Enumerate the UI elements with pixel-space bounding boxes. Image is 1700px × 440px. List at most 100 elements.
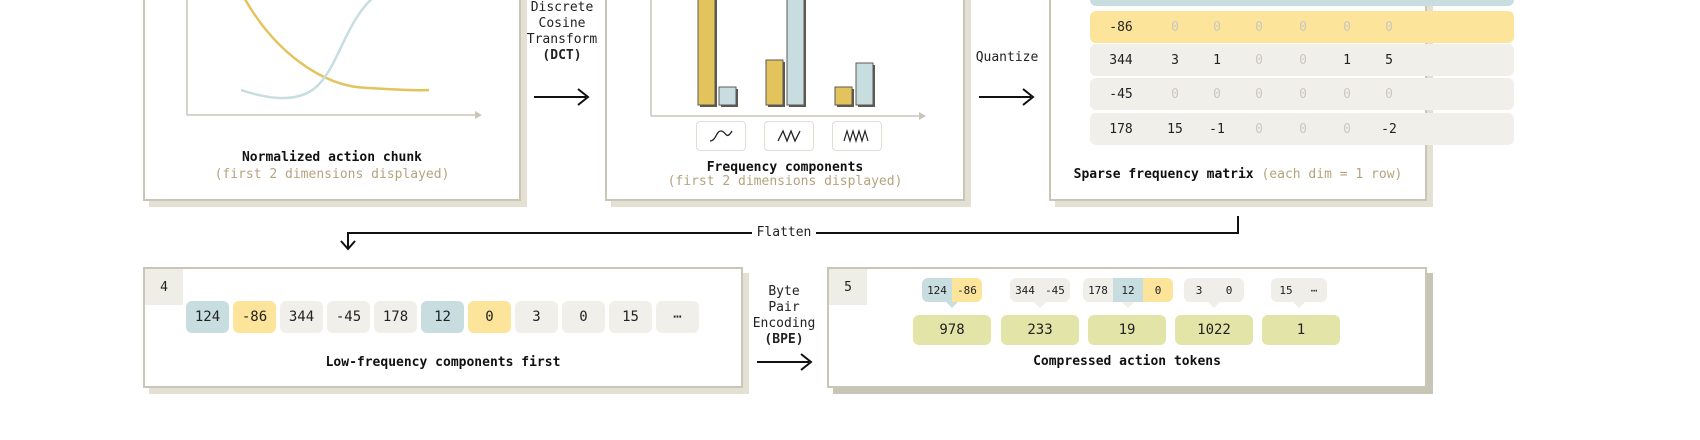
pair-pointer <box>1208 302 1220 308</box>
quantize-step-label: Quantize <box>975 50 1039 65</box>
matrix-cell: 0 <box>1255 121 1263 137</box>
curve-dimension-1 <box>244 0 430 92</box>
pair-value: -86 <box>952 278 982 302</box>
bpe-line-1: Byte <box>768 284 800 299</box>
matrix-cell: 0 <box>1343 19 1351 35</box>
compressed-token: 1 <box>1262 315 1340 345</box>
merged-pair: 15 ⋯ <box>1271 278 1327 308</box>
high-frequency-wave-icon <box>843 129 869 143</box>
bar-mid-dimension-2 <box>786 0 805 106</box>
flatten-connector <box>340 216 1239 251</box>
matrix-cell: 344 <box>1109 52 1133 68</box>
bpe-line-3: Encoding <box>752 316 816 331</box>
flattened-cell: -45 <box>327 301 370 333</box>
mid-frequency-wave-box <box>764 121 814 151</box>
flattened-cell: 0 <box>468 301 511 333</box>
flattened-cell: ⋯ <box>656 301 699 333</box>
compressed-token: 233 <box>1001 315 1079 345</box>
flatten-step-label: Flatten <box>756 225 812 240</box>
bar-low-dimension-2 <box>718 86 737 106</box>
bar-high-dimension-2 <box>855 62 874 106</box>
matrix-header-row <box>1090 0 1514 6</box>
matrix-cell: 0 <box>1171 86 1179 102</box>
sparse-matrix-title: Sparse frequency matrix <box>1073 167 1254 182</box>
matrix-cell: 0 <box>1171 19 1179 35</box>
matrix-cell: 0 <box>1343 86 1351 102</box>
dct-line-1: Discrete <box>530 0 594 15</box>
matrix-cell: -1 <box>1209 121 1225 137</box>
plot-x-axis-arrow <box>475 111 482 119</box>
matrix-cell: 0 <box>1255 86 1263 102</box>
pair-value: 124 <box>922 278 952 302</box>
frequency-components-panel <box>605 0 965 201</box>
matrix-cell: 15 <box>1167 121 1183 137</box>
matrix-cell: 1 <box>1343 52 1351 68</box>
compressed-caption: Compressed action tokens <box>1033 354 1221 369</box>
merged-pair: 124-86 <box>922 278 982 308</box>
pair-value: 0 <box>1143 278 1173 302</box>
flattened-caption: Low-frequency components first <box>325 355 561 370</box>
pair-pointer <box>1034 302 1046 308</box>
compressed-token: 19 <box>1088 315 1166 345</box>
matrix-cell: 0 <box>1385 19 1393 35</box>
mid-frequency-wave-icon <box>777 129 801 143</box>
action-chunk-panel: Normalized action chunk (first 2 dimensi… <box>143 0 521 201</box>
matrix-cell: 0 <box>1299 19 1307 35</box>
matrix-cell: 0 <box>1213 19 1221 35</box>
flattened-cell: 178 <box>374 301 417 333</box>
dct-step-label: Discrete Cosine Transform (DCT) <box>522 0 602 64</box>
frequency-bar-chart <box>650 0 926 120</box>
matrix-cell: 0 <box>1255 52 1263 68</box>
frequency-subcaption: (first 2 dimensions displayed) <box>667 174 903 189</box>
step-4-badge: 4 <box>145 269 183 305</box>
flattened-cell: 12 <box>421 301 464 333</box>
pair-value: 3 <box>1195 283 1203 297</box>
pair-value: 178 <box>1088 283 1108 297</box>
pair-pointer <box>1293 302 1305 308</box>
pair-value: ⋯ <box>1310 283 1318 297</box>
flattened-cell: -86 <box>233 301 276 333</box>
bar-high-dimension-1 <box>834 86 853 106</box>
action-chunk-subcaption: (first 2 dimensions displayed) <box>214 167 450 182</box>
matrix-cell: 0 <box>1299 121 1307 137</box>
dct-line-2: Cosine <box>538 16 586 31</box>
flattened-cell: 124 <box>186 301 229 333</box>
freq-x-axis-arrow <box>919 112 926 120</box>
bar-low-dimension-1 <box>697 0 716 106</box>
pair-value: 344 <box>1015 283 1035 297</box>
matrix-cell: 5 <box>1385 52 1393 68</box>
matrix-cell: -45 <box>1109 86 1133 102</box>
dct-abbr: (DCT) <box>542 48 582 63</box>
curve-dimension-2 <box>240 0 373 100</box>
flattened-cell: 0 <box>562 301 605 333</box>
matrix-cell: 0 <box>1343 121 1351 137</box>
pair-value: 15 <box>1279 283 1293 297</box>
compressed-token: 1022 <box>1175 315 1253 345</box>
matrix-cell: 0 <box>1385 86 1393 102</box>
flattened-cell: 344 <box>280 301 323 333</box>
dct-line-3: Transform <box>526 32 598 47</box>
step-5-badge: 5 <box>829 269 867 305</box>
matrix-cell: -86 <box>1109 19 1133 35</box>
pair-pointer <box>946 302 958 308</box>
matrix-cell: 1 <box>1213 52 1221 68</box>
pair-value: 12 <box>1113 278 1143 302</box>
dct-arrow <box>534 88 590 106</box>
bpe-step-label: Byte Pair Encoding (BPE) <box>748 284 820 348</box>
merged-pair: 344 -45 <box>1010 278 1070 308</box>
matrix-cell: 0 <box>1299 86 1307 102</box>
high-frequency-wave-box <box>832 121 882 151</box>
sparse-matrix-caption: Sparse frequency matrix (each dim = 1 ro… <box>1049 167 1427 182</box>
action-chunk-caption: Normalized action chunk <box>241 150 422 165</box>
flattened-cell: 15 <box>609 301 652 333</box>
pair-value: -45 <box>1045 283 1065 297</box>
sparse-matrix-subcaption: (each dim = 1 row) <box>1261 167 1403 182</box>
action-chunk-plot <box>186 0 482 119</box>
low-frequency-wave-icon <box>709 130 733 142</box>
low-frequency-wave-box <box>696 121 746 151</box>
